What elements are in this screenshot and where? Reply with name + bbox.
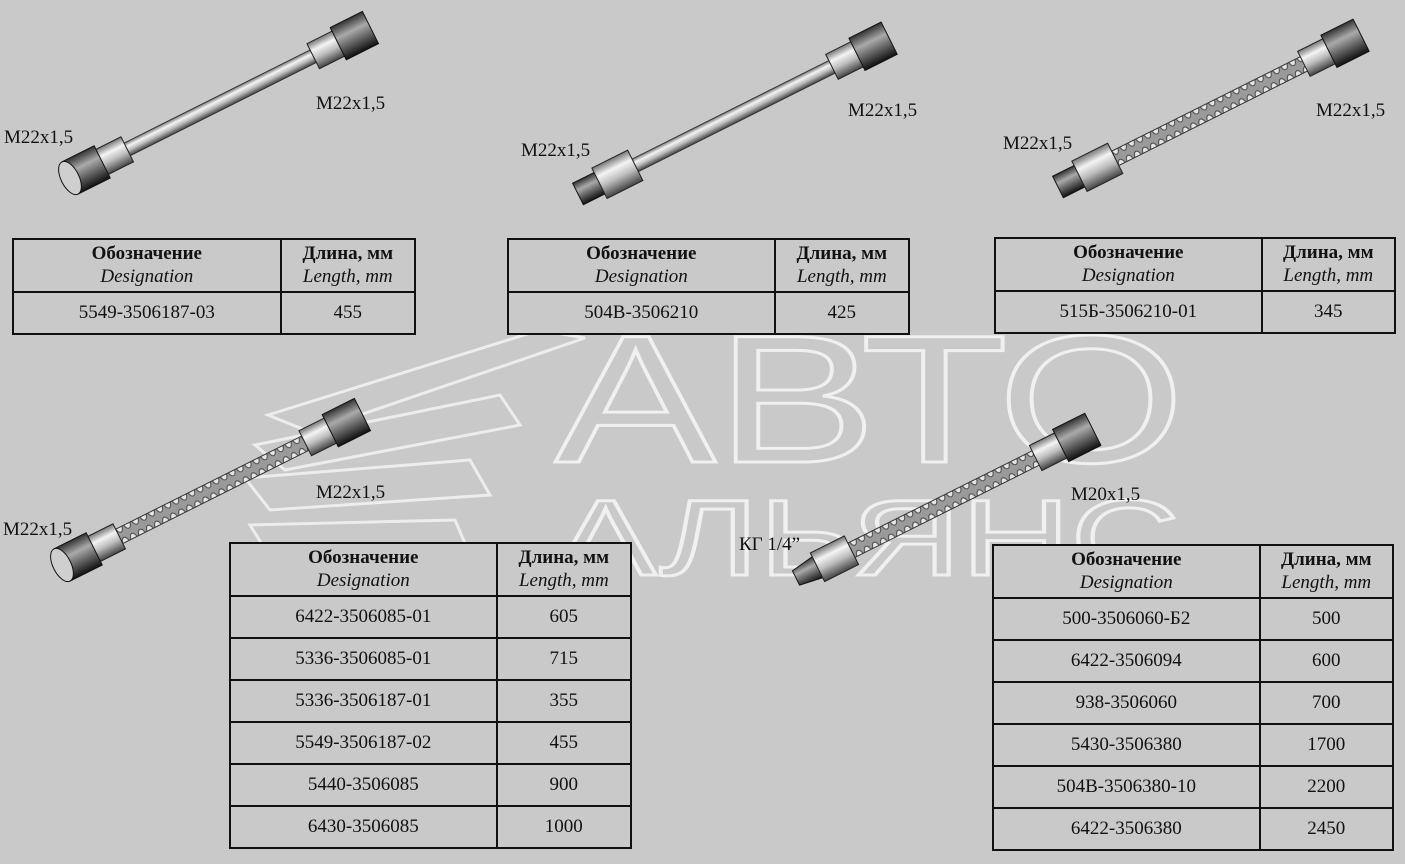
length-cell: 900 <box>495 762 633 807</box>
hose-1-label-right: M22x1,5 <box>316 93 386 114</box>
designation-cell: 504B-3506380-10 <box>992 764 1261 809</box>
hose-4-label-left: M22x1,5 <box>3 519 73 540</box>
designation-cell: 6422-3506085-01 <box>229 594 498 639</box>
designation-cell: 5336-3506187-01 <box>229 678 498 723</box>
length-cell: 500 <box>1258 596 1395 641</box>
designation-cell: 5549-3506187-03 <box>12 290 282 335</box>
hose-5-label-right: M20x1,5 <box>1071 484 1141 505</box>
hose-2-nut-left <box>591 149 644 200</box>
hose-1-tube <box>118 46 323 159</box>
designation-cell: 6422-3506094 <box>992 638 1261 683</box>
length-cell: 455 <box>279 290 417 335</box>
length-cell: 2450 <box>1258 806 1395 851</box>
hose-2-label-right: M22x1,5 <box>848 100 918 121</box>
length-cell: 1700 <box>1258 722 1395 767</box>
designation-cell: 5549-3506187-02 <box>229 720 498 765</box>
designation-cell: 515Б-3506210-01 <box>994 289 1263 334</box>
hose-3-nut-left <box>1071 142 1124 193</box>
designation-cell: 504B-3506210 <box>507 290 776 335</box>
hose-2-label-left: M22x1,5 <box>521 140 591 161</box>
designation-cell: 6430-3506085 <box>229 804 498 849</box>
designation-cell: 938-3506060 <box>992 680 1261 725</box>
watermark-emblem-stripe-1 <box>263 328 586 434</box>
length-cell: 2200 <box>1258 764 1395 809</box>
hose-3-label-left: M22x1,5 <box>1003 133 1073 154</box>
length-cell: 345 <box>1260 289 1397 334</box>
table-row: 504B-3506210 425 <box>507 290 911 335</box>
table-row: 5549-3506187-03 455 <box>12 290 417 335</box>
designation-cell: 5336-3506085-01 <box>229 636 498 681</box>
length-cell: 600 <box>1258 638 1395 683</box>
hose-3-braid <box>1107 53 1313 168</box>
hose-3-drawing <box>1051 18 1370 199</box>
length-cell: 455 <box>495 720 633 765</box>
hose-5-drawing <box>791 412 1102 586</box>
table-row: 515Б-3506210-01 345 <box>994 289 1397 334</box>
hose-5-nut-left <box>809 535 860 583</box>
hose-5-nut-right <box>1051 412 1102 463</box>
hose-1-label-left: M22x1,5 <box>4 127 74 148</box>
hose-1-nut-left-face <box>58 160 82 196</box>
watermark-emblem-stripe-3 <box>242 458 493 512</box>
length-cell: 1000 <box>495 804 633 849</box>
length-cell: 355 <box>495 678 633 723</box>
hose-4-nut-left-face <box>50 547 74 583</box>
hose-4-drawing <box>50 397 372 583</box>
hose-5-label-left: КГ 1/4” <box>739 534 801 555</box>
hose-3-nut-right <box>1320 18 1370 69</box>
hose-2-nut-right <box>848 21 898 72</box>
length-cell: 425 <box>773 290 911 335</box>
hose-4-braid <box>109 432 315 547</box>
hose-2-tube <box>627 57 842 175</box>
hose-3-label-right: M22x1,5 <box>1316 100 1386 121</box>
length-cell: 715 <box>495 636 633 681</box>
hose-1-nut-right <box>329 10 380 61</box>
designation-cell: 5430-3506380 <box>992 722 1261 767</box>
length-cell: 605 <box>495 594 633 639</box>
hose-4-label-right: M22x1,5 <box>316 482 386 503</box>
length-cell: 700 <box>1258 680 1395 725</box>
designation-cell: 5440-3506085 <box>229 762 498 807</box>
hose-2-drawing <box>571 21 898 206</box>
hose-1-drawing <box>58 10 380 196</box>
designation-cell: 500-3506060-Б2 <box>992 596 1261 641</box>
designation-cell: 6422-3506380 <box>992 806 1261 851</box>
hose-4-nut-right <box>321 397 372 448</box>
